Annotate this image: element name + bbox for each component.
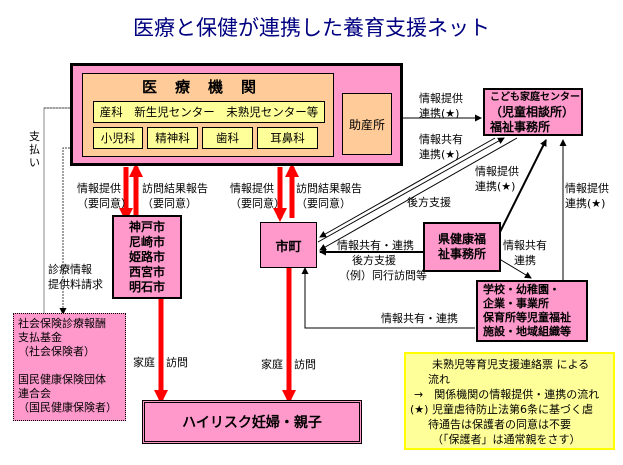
pref-center-label: 情報提供連携(★) (475, 165, 519, 193)
visit-report-label-2: 訪問結果報告（要同意） (296, 182, 362, 210)
med-center-label: 情報提供連携(★) (419, 92, 463, 120)
medical-title: 医療機関 (141, 78, 274, 96)
legend-box: 未熟児等育児支援連絡票 による 流れ → 関係機関の情報提供・連携の流れ (★)… (404, 352, 615, 450)
prefectural-welfare-office: 県健康福祉事務所 (423, 222, 501, 272)
pref-center-arrow (494, 139, 547, 239)
page-title: 医療と保健が連携した養育支援ネット (133, 16, 490, 40)
pref-school-label: 情報共有連携 (503, 239, 547, 267)
dept-psychiatry: 精神科 (147, 127, 198, 149)
high-risk-families-box: ハイリスク妊婦・親子 (142, 400, 362, 444)
pref-shicho-label: 情報共有・連携後方支援（例）同行訪問等 (337, 239, 427, 282)
shicho-backup-2 (319, 137, 518, 251)
legend-black-arrow: → 関係機関の情報提供・連携の流れ (414, 388, 600, 401)
center-to-shicho-1 (319, 137, 496, 238)
info-consent-label-2: 情報提供（要同意） (230, 182, 285, 210)
pref-school-arrow (494, 253, 532, 279)
visit-report-label-1: 訪問結果報告（要同意） (142, 182, 208, 210)
home-visit-label-1: 家庭 訪問 (133, 356, 188, 369)
dept-dentistry: 歯科 (202, 127, 253, 149)
payment-label: 支払い (29, 130, 40, 169)
claim-label: 診療情報提供料請求 (48, 263, 103, 291)
municipality-box: 市町 (260, 222, 317, 268)
school-center-label: 情報提供連携(★) (565, 182, 609, 210)
child-family-center: こども家庭センター （児童相談所） 福祉事務所 (483, 88, 583, 136)
school-shicho-line (301, 267, 475, 329)
midwife-clinic: 助産所 (342, 93, 392, 155)
dept-ent: 耳鼻科 (257, 127, 318, 149)
school-shicho-label: 情報共有・連携 (381, 312, 458, 325)
info-consent-label-1: 情報提供（要同意） (77, 182, 132, 210)
school-community-box: 学校・幼稚園・企業・事業所保育所等児童福祉施設・地域組織等 (476, 280, 588, 342)
legend-star-note: (★) 児童虐待防止法第6条に基づく虐 (410, 403, 593, 416)
cities-box: 神戸市尼崎市姫路市西宮市明石市 (112, 215, 182, 299)
shicho-to-center (317, 137, 505, 243)
backup-label: 後方支援 (407, 196, 451, 209)
home-visit-label-2: 家庭 訪問 (261, 358, 316, 371)
dept-pediatrics: 小児科 (93, 127, 143, 149)
obstetrics-row: 産科 新生児センター 未熟児センター等 (93, 101, 325, 123)
insurance-payer-box: 社会保険診療報酬支払基金（社会保険者）国民健康保険団体連合会（国民健康保険者） (13, 313, 126, 421)
share-center-label: 情報共有連携(★) (419, 133, 463, 161)
